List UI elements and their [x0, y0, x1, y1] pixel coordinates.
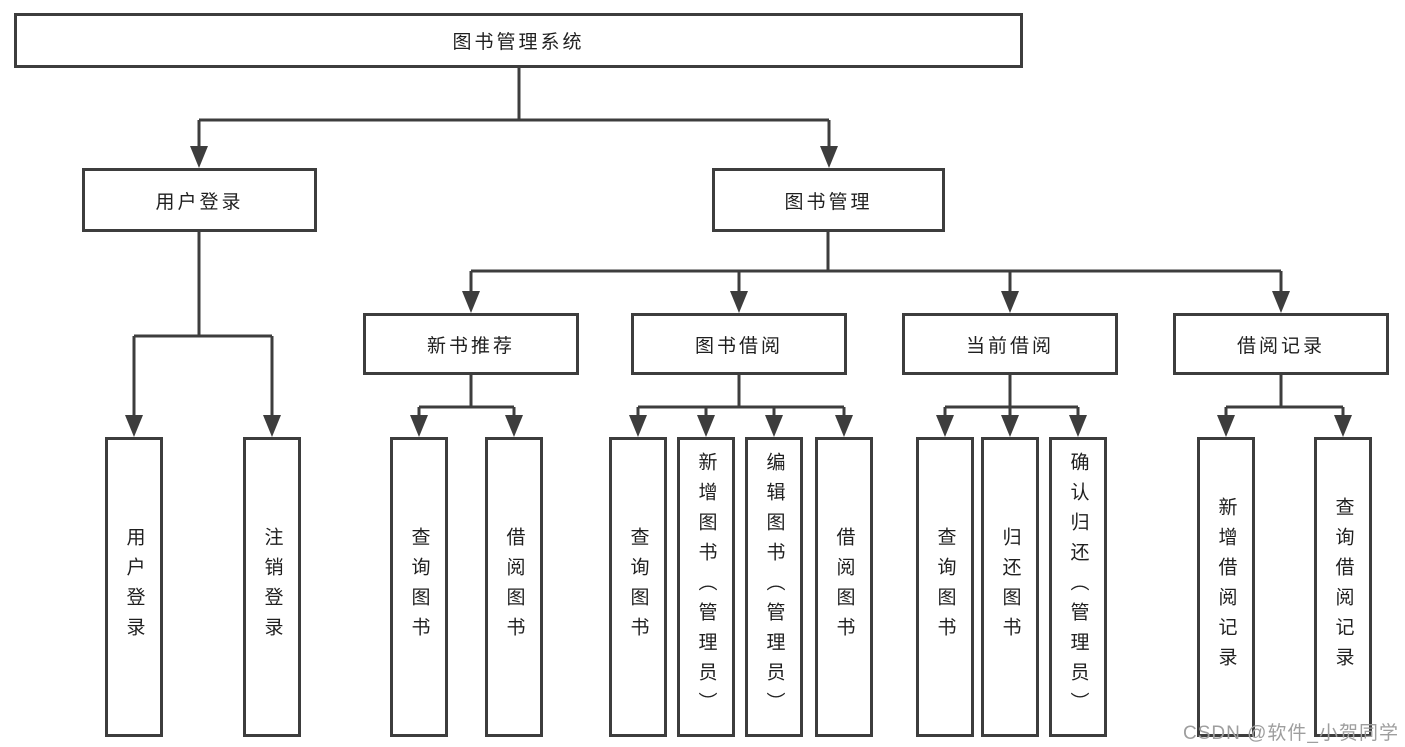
- leaf-query-borrow-record: 查询借阅记录: [1314, 437, 1372, 737]
- arrowhead: [125, 415, 143, 437]
- arrowhead: [410, 415, 428, 437]
- node-label: 用户登录: [123, 527, 145, 647]
- arrowhead: [1001, 291, 1019, 313]
- leaf-add-book-admin: 新增图书（管理员）: [677, 437, 735, 737]
- node-label: 查询图书: [934, 527, 956, 647]
- leaf-borrow-book-recommend: 借阅图书: [485, 437, 543, 737]
- connector-user-login: [125, 232, 281, 437]
- node-label: 查询借阅记录: [1332, 497, 1354, 677]
- connector-book-management: [462, 232, 1290, 313]
- leaf-borrow-book: 借阅图书: [815, 437, 873, 737]
- node-label: 借阅图书: [833, 527, 855, 647]
- leaf-edit-book-admin: 编辑图书（管理员）: [745, 437, 803, 737]
- arrowhead: [190, 146, 208, 168]
- leaf-query-book-recommend: 查询图书: [390, 437, 448, 737]
- arrowhead: [835, 415, 853, 437]
- connector-borrow-record: [1217, 375, 1352, 437]
- arrowhead: [462, 291, 480, 313]
- node-label: 当前借阅: [965, 335, 1054, 357]
- csdn-watermark: CSDN @软件_小贺同学: [1183, 723, 1399, 744]
- node-label: 图书管理系统: [452, 32, 585, 53]
- node-label: 图书借阅: [694, 335, 783, 357]
- node-label: 图书管理: [784, 191, 873, 213]
- node-label: 查询图书: [627, 527, 649, 647]
- arrowhead: [936, 415, 954, 437]
- node-borrow-record: 借阅记录: [1173, 313, 1389, 375]
- node-book-borrow: 图书借阅: [631, 313, 847, 375]
- connector-root: [190, 68, 838, 168]
- node-label: 查询图书: [408, 527, 430, 647]
- arrowhead: [1217, 415, 1235, 437]
- leaf-confirm-return-admin: 确认归还（管理员）: [1049, 437, 1107, 737]
- connector-current-borrow: [936, 375, 1087, 437]
- node-label: 新增图书（管理员）: [695, 452, 717, 722]
- leaf-logout: 注销登录: [243, 437, 301, 737]
- arrowhead: [263, 415, 281, 437]
- node-label: 编辑图书（管理员）: [763, 452, 785, 722]
- arrowhead: [730, 291, 748, 313]
- node-label: 确认归还（管理员）: [1067, 452, 1089, 722]
- leaf-add-borrow-record: 新增借阅记录: [1197, 437, 1255, 737]
- leaf-query-book-current: 查询图书: [916, 437, 974, 737]
- node-label: 注销登录: [261, 527, 283, 647]
- leaf-return-book: 归还图书: [981, 437, 1039, 737]
- arrowhead: [1272, 291, 1290, 313]
- node-label: 归还图书: [999, 527, 1021, 647]
- node-label: 借阅图书: [503, 527, 525, 647]
- node-label: 新书推荐: [426, 335, 515, 357]
- node-label: 新增借阅记录: [1215, 497, 1237, 677]
- arrowhead: [1334, 415, 1352, 437]
- connector-book-borrow: [629, 375, 853, 437]
- node-current-borrow: 当前借阅: [902, 313, 1118, 375]
- node-label: 用户登录: [155, 191, 244, 213]
- connector-new-book: [410, 375, 523, 437]
- node-root-system: 图书管理系统: [14, 13, 1023, 68]
- leaf-user-login: 用户登录: [105, 437, 163, 737]
- node-label: 借阅记录: [1236, 335, 1325, 357]
- arrowhead: [629, 415, 647, 437]
- arrowhead: [765, 415, 783, 437]
- leaf-query-book-borrow: 查询图书: [609, 437, 667, 737]
- arrowhead: [697, 415, 715, 437]
- node-new-book-recommend: 新书推荐: [363, 313, 579, 375]
- arrowhead: [820, 146, 838, 168]
- node-user-login: 用户登录: [82, 168, 317, 232]
- node-book-management: 图书管理: [712, 168, 945, 232]
- arrowhead: [1001, 415, 1019, 437]
- arrowhead: [1069, 415, 1087, 437]
- arrowhead: [505, 415, 523, 437]
